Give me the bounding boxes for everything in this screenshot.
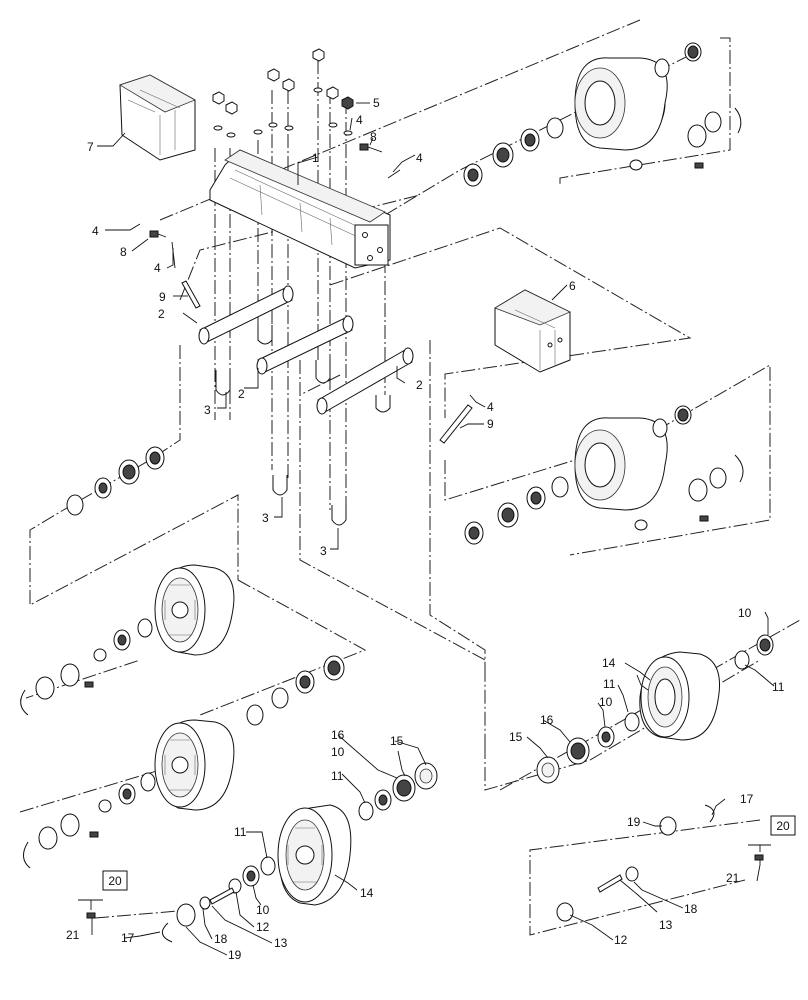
- callout-6: 6: [569, 279, 576, 293]
- callout-16: 16: [540, 713, 554, 727]
- bolts-and-pins: [149, 143, 473, 444]
- callout-11: 11: [234, 825, 247, 839]
- callout-5: 5: [373, 96, 380, 110]
- center-bottom-roller: [86, 762, 438, 943]
- upper-right-roller: [463, 42, 742, 187]
- callout-8: 8: [120, 245, 127, 259]
- callout-10: 10: [738, 606, 752, 620]
- callout-13: 13: [274, 936, 288, 950]
- callout-10: 10: [599, 695, 613, 709]
- ref-box-right-label: 20: [776, 819, 790, 833]
- callout-numbers: 1 2 2 2 3 3 3 4 4 4 4 4 5 6 7 8 8 9 9 10…: [66, 96, 785, 962]
- callout-9: 9: [159, 290, 166, 304]
- callout-10: 10: [256, 903, 270, 917]
- callout-4: 4: [487, 400, 494, 414]
- u-bolts: [215, 325, 391, 526]
- callout-18: 18: [214, 932, 228, 946]
- callout-15: 15: [509, 730, 523, 744]
- callout-18: 18: [684, 902, 698, 916]
- callout-19: 19: [228, 948, 242, 962]
- callout-4: 4: [92, 224, 99, 238]
- shafts: [198, 285, 414, 415]
- callout-14: 14: [360, 886, 374, 900]
- callout-12: 12: [614, 933, 628, 947]
- callout-21: 21: [66, 928, 80, 942]
- callout-11: 11: [603, 677, 616, 691]
- callout-14: 14: [602, 656, 616, 670]
- callout-16: 16: [331, 728, 345, 742]
- callout-1: 1: [312, 151, 319, 165]
- nuts-and-washers: [212, 48, 354, 138]
- main-frame: [209, 149, 391, 269]
- right-bottom-roller: [536, 634, 774, 922]
- callout-2: 2: [416, 378, 423, 392]
- callout-2: 2: [158, 307, 165, 321]
- bracket-left: [119, 74, 196, 161]
- callout-11: 11: [331, 769, 344, 783]
- callout-17: 17: [121, 931, 135, 945]
- callout-15: 15: [390, 734, 404, 748]
- callout-11: 11: [772, 680, 785, 694]
- callout-3: 3: [320, 544, 327, 558]
- callout-4: 4: [416, 151, 423, 165]
- leader-lines: [91, 102, 775, 956]
- callout-17: 17: [740, 792, 754, 806]
- callout-21: 21: [726, 871, 740, 885]
- callout-19: 19: [627, 815, 641, 829]
- left-upper-roller: [20, 446, 345, 726]
- callout-13: 13: [659, 918, 673, 932]
- callout-8: 8: [370, 130, 377, 144]
- callout-9: 9: [487, 417, 494, 431]
- ref-box-left-label: 20: [108, 874, 122, 888]
- callout-2: 2: [238, 387, 245, 401]
- callout-3: 3: [262, 511, 269, 525]
- callout-4: 4: [154, 261, 161, 275]
- callout-3: 3: [204, 403, 211, 417]
- callout-7: 7: [87, 140, 94, 154]
- middle-right-roller: [464, 405, 744, 545]
- ref-box-left: 20: [78, 870, 128, 910]
- callout-10: 10: [331, 745, 345, 759]
- bracket-right: [494, 289, 571, 373]
- callout-12: 12: [256, 920, 270, 934]
- ref-box-right: 20: [748, 815, 796, 852]
- left-lower-roller: [23, 719, 235, 869]
- callout-4: 4: [356, 113, 363, 127]
